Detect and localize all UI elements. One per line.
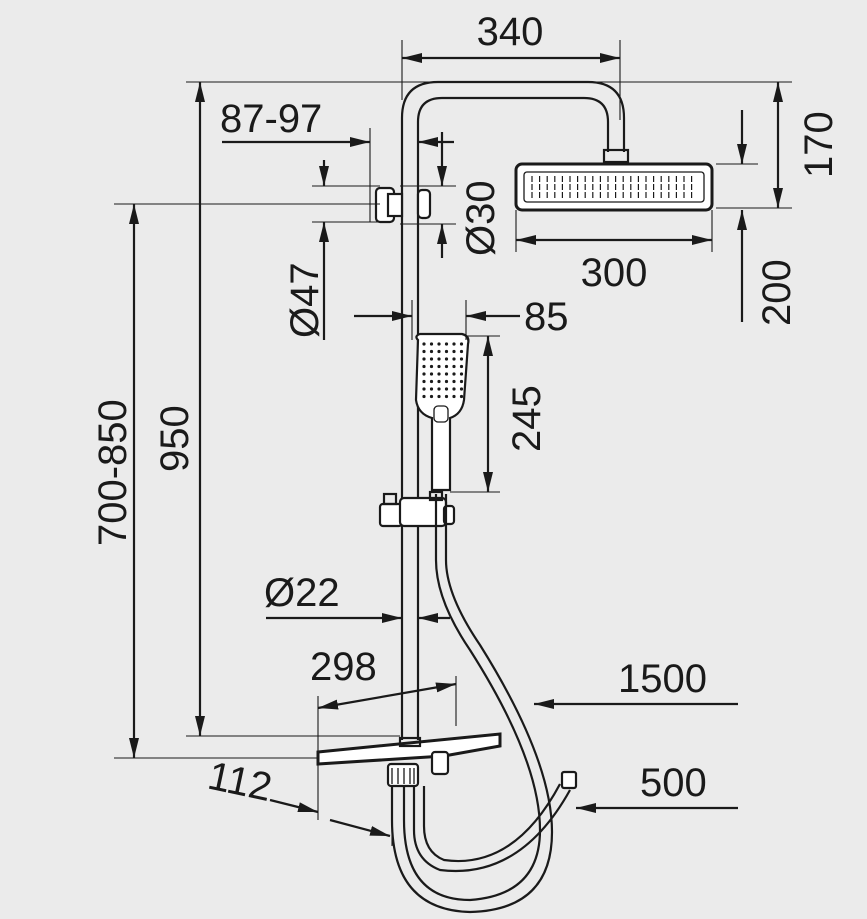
dim-1500: 1500	[534, 657, 738, 709]
hand-nozzle-dot	[452, 387, 456, 391]
label-700-850: 700-850	[91, 399, 135, 546]
hand-nozzle-dot	[444, 364, 449, 369]
hand-nozzle-dot	[444, 387, 449, 391]
dim-200: 200	[716, 110, 799, 326]
dim-340: 340	[401, 10, 621, 120]
slide-holder	[378, 490, 456, 528]
hand-nozzle-dot	[437, 372, 441, 376]
hand-nozzle-dot	[429, 372, 434, 376]
label-dia47: Ø47	[283, 262, 327, 338]
hand-nozzle-dot	[437, 394, 441, 399]
hand-nozzle-dot	[452, 364, 456, 369]
dim-298: 298	[310, 645, 457, 754]
hand-nozzle-dot	[444, 372, 449, 376]
hand-nozzle-dot	[452, 372, 456, 376]
hand-nozzle-dot	[429, 349, 434, 354]
hand-nozzle-dot	[459, 349, 464, 354]
label-dia30: Ø30	[459, 180, 503, 256]
dim-950: 950	[153, 82, 400, 737]
label-dia22: Ø22	[264, 571, 340, 615]
dim-700-850: 700-850	[91, 203, 380, 759]
hand-nozzle-dot	[437, 387, 441, 391]
hand-nozzle-dot	[459, 372, 464, 376]
hand-nozzle-dot	[422, 357, 426, 361]
label-85: 85	[524, 295, 569, 339]
hand-nozzle-dot	[437, 349, 441, 354]
hand-nozzle-dot	[429, 364, 434, 369]
label-170: 170	[797, 111, 841, 178]
hand-nozzle-dot	[452, 394, 456, 399]
dim-87-97: 87-97	[220, 97, 454, 222]
label-112: 112	[204, 754, 276, 810]
label-300: 300	[581, 251, 648, 295]
hand-nozzle-dot	[444, 357, 449, 361]
hand-nozzle-dot	[429, 394, 434, 399]
hand-nozzle-dot	[437, 364, 441, 369]
hand-nozzle-dot	[459, 364, 464, 369]
hand-nozzle-dot	[422, 349, 426, 354]
dim-dia47: Ø47	[283, 160, 380, 340]
hand-nozzle-dot	[422, 372, 426, 376]
hand-nozzle-dot	[429, 357, 434, 361]
dim-300: 300	[515, 210, 713, 295]
hand-nozzle-dot	[444, 342, 449, 346]
hand-nozzle-dot	[422, 379, 426, 384]
label-500: 500	[640, 761, 707, 805]
hand-nozzle-dot	[459, 394, 464, 399]
hand-nozzle-dot	[422, 394, 426, 399]
dim-170: 170	[186, 81, 841, 209]
dim-dia30: Ø30	[400, 132, 503, 258]
hand-nozzle-dot	[452, 379, 456, 384]
hand-nozzle-dot	[459, 357, 464, 361]
hand-nozzle-dot	[437, 357, 441, 361]
hand-nozzle-dot	[459, 379, 464, 384]
label-200: 200	[755, 259, 799, 326]
dim-245: 245	[450, 335, 549, 493]
shelf-thermostat	[316, 732, 502, 788]
hand-nozzle-dot	[429, 342, 434, 346]
dim-500: 500	[576, 761, 738, 813]
hand-nozzle-dot	[444, 379, 449, 384]
hand-nozzle-dot	[444, 394, 449, 399]
hose-connector	[560, 770, 578, 790]
hand-nozzle-dot	[429, 387, 434, 391]
label-950: 950	[153, 405, 197, 472]
shower-hose	[390, 494, 578, 914]
hand-nozzle-dot	[437, 379, 441, 384]
label-87-97: 87-97	[220, 97, 322, 141]
hand-shower	[414, 332, 470, 492]
hand-nozzle-dot	[437, 342, 441, 346]
wall-bracket-top	[374, 186, 432, 224]
label-245: 245	[505, 385, 549, 452]
hand-nozzle-dot	[452, 349, 456, 354]
label-340: 340	[477, 10, 544, 54]
head-shower	[514, 162, 714, 212]
dim-dia22: Ø22	[264, 571, 450, 623]
hand-nozzle-dot	[459, 342, 464, 346]
hand-nozzle-dot	[444, 349, 449, 354]
hand-nozzle-dot	[452, 342, 456, 346]
hand-nozzle-dot	[422, 342, 426, 346]
hand-nozzle-dot	[459, 387, 464, 391]
hand-nozzle-dot	[429, 379, 434, 384]
label-298: 298	[310, 645, 377, 689]
label-1500: 1500	[618, 657, 707, 701]
dim-112: 112	[204, 754, 393, 846]
dim-85: 85	[354, 295, 569, 340]
hand-nozzle-dot	[422, 364, 426, 369]
arm-joint	[602, 148, 630, 164]
hand-nozzle-dot	[452, 357, 456, 361]
hand-nozzle-dot	[422, 387, 426, 391]
